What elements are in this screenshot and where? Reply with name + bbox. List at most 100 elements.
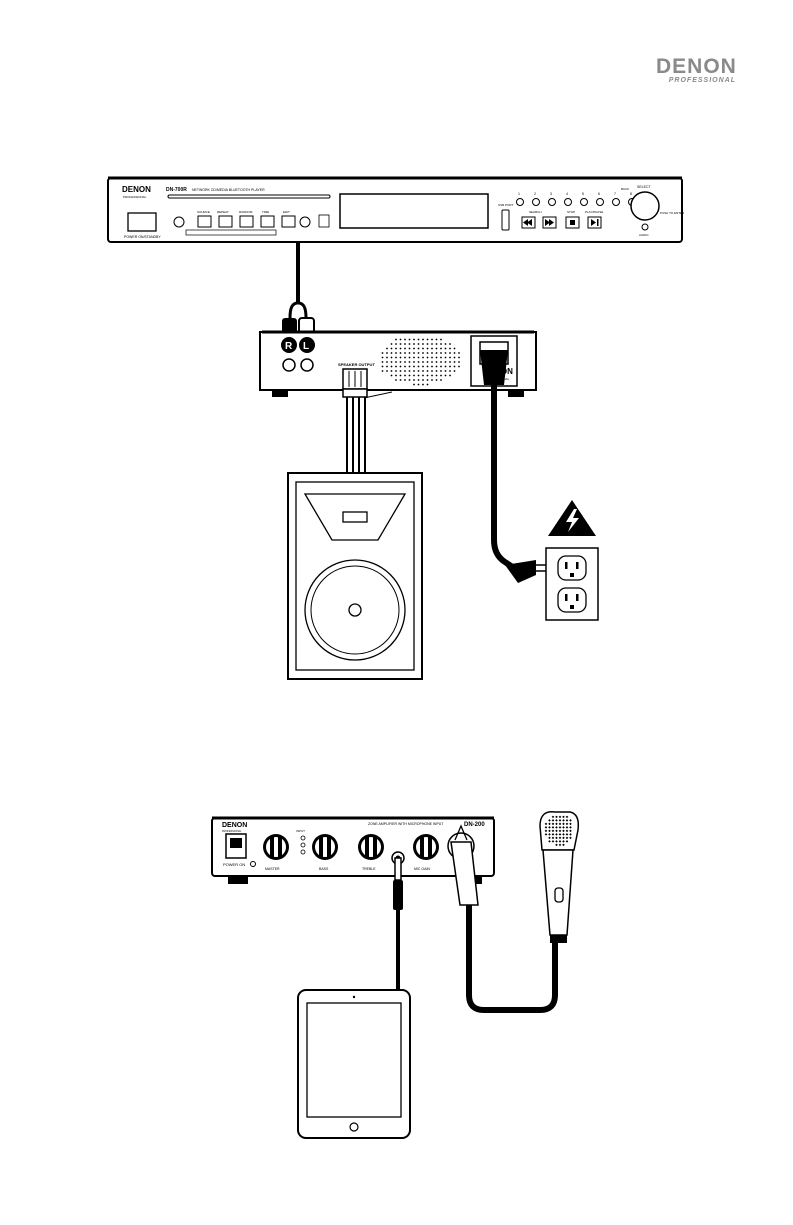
xlr-plug (450, 841, 479, 906)
zone-amplifier: DENON PROFESSIONAL ZONE AMPLIFIER WITH M… (211, 816, 495, 884)
input-label: INPUT (296, 829, 305, 833)
vent-hole (440, 361, 442, 363)
vent-hole (422, 374, 424, 377)
preset-4-label: 4 (566, 192, 568, 196)
rca-right-label: R (285, 341, 293, 352)
source-button[interactable] (197, 215, 212, 228)
repeat-button[interactable] (218, 215, 233, 228)
enter-label: PUSH TO ENTER (660, 211, 685, 215)
vent-hole (444, 370, 447, 372)
vent-hole (422, 370, 424, 372)
vent-hole (422, 383, 424, 386)
rca-jack-right[interactable] (282, 358, 296, 372)
fast-forward-icon (545, 219, 554, 226)
play-pause-icon (591, 219, 599, 226)
vent-hole (395, 352, 397, 354)
vent-hole (435, 365, 438, 368)
vent-hole (390, 374, 393, 377)
vent-hole (449, 365, 451, 368)
speaker-cable (342, 388, 368, 472)
time-button[interactable] (260, 215, 275, 228)
vent-hole (390, 352, 393, 354)
power-plug (480, 350, 508, 385)
vent-hole (449, 361, 451, 363)
headphone-jack[interactable] (299, 216, 311, 228)
vent-hole (453, 370, 456, 372)
vent-hole (449, 356, 451, 359)
master-knob[interactable] (263, 834, 289, 860)
foot-right (508, 390, 524, 397)
power-button[interactable] (127, 212, 157, 232)
vent-hole (435, 338, 438, 341)
random-button[interactable] (239, 215, 254, 228)
vent-hole (408, 352, 411, 354)
vent-hole (444, 352, 447, 354)
vent-hole (458, 356, 460, 359)
vent-grille (381, 338, 460, 386)
audio-label: AUDIO (639, 233, 649, 237)
vent-hole (435, 352, 438, 354)
usb-port[interactable] (501, 209, 510, 231)
vent-hole (431, 338, 433, 341)
edit-label: EDIT (283, 210, 290, 214)
vent-hole (395, 347, 397, 350)
foot-left (272, 390, 288, 397)
vent-hole (449, 374, 451, 377)
treble-knob[interactable] (358, 834, 384, 860)
preset-1-label: 1 (518, 192, 520, 196)
speaker-output-label: SPEAKER OUTPUT (338, 362, 375, 367)
rca-jack-left[interactable] (300, 358, 314, 372)
mic-switch[interactable] (554, 887, 564, 903)
vent-hole (440, 352, 442, 354)
bass-knob[interactable] (312, 834, 338, 860)
preset-3-label: 3 (550, 192, 552, 196)
function-buttons: SOURCE REPEAT RANDOM TIME EDIT (185, 210, 296, 236)
vent-hole (408, 365, 411, 368)
preset-2-label: 2 (534, 192, 536, 196)
rca-left-label: L (303, 341, 309, 352)
vent-hole (422, 356, 424, 359)
vent-hole (390, 356, 393, 359)
vent-hole (431, 347, 433, 350)
warning-triangle-icon (548, 500, 596, 536)
vent-hole (404, 365, 406, 368)
tablet-home-button[interactable] (349, 1122, 359, 1132)
microphone-icon (539, 811, 580, 943)
vent-hole (417, 356, 420, 359)
mic-cable (450, 824, 558, 1013)
stop-label: STOP (567, 210, 575, 214)
random-label: RANDOM (239, 210, 253, 214)
vent-hole (431, 352, 433, 354)
audio-jack[interactable] (641, 223, 649, 231)
edit-button[interactable] (281, 215, 296, 228)
vent-hole (408, 379, 411, 381)
usb-label: USB PORT (498, 203, 513, 207)
vent-hole (435, 370, 438, 372)
vent-hole (399, 338, 402, 341)
vent-hole (399, 379, 402, 381)
vent-hole (390, 343, 393, 345)
vent-hole (395, 370, 397, 372)
back-label: BACK (621, 187, 629, 191)
preset-7-label: 7 (614, 192, 616, 196)
vent-hole (435, 356, 438, 359)
vent-hole (399, 356, 402, 359)
vent-hole (458, 365, 460, 368)
rewind-icon (523, 219, 532, 226)
select-knob[interactable] (630, 191, 660, 221)
vent-hole (422, 361, 424, 363)
play-label: PLAY/PAUSE (585, 210, 603, 214)
vent-hole (417, 370, 420, 372)
vent-hole (426, 352, 429, 354)
vent-hole (399, 365, 402, 368)
vent-hole (408, 374, 411, 377)
vent-hole (381, 361, 384, 363)
display-window (339, 193, 489, 229)
vent-hole (449, 352, 451, 354)
disc-slot[interactable] (167, 194, 331, 199)
vent-hole (390, 347, 393, 350)
wall-outlet (545, 547, 599, 621)
vent-hole (426, 379, 429, 381)
mic-gain-knob[interactable] (413, 834, 439, 860)
